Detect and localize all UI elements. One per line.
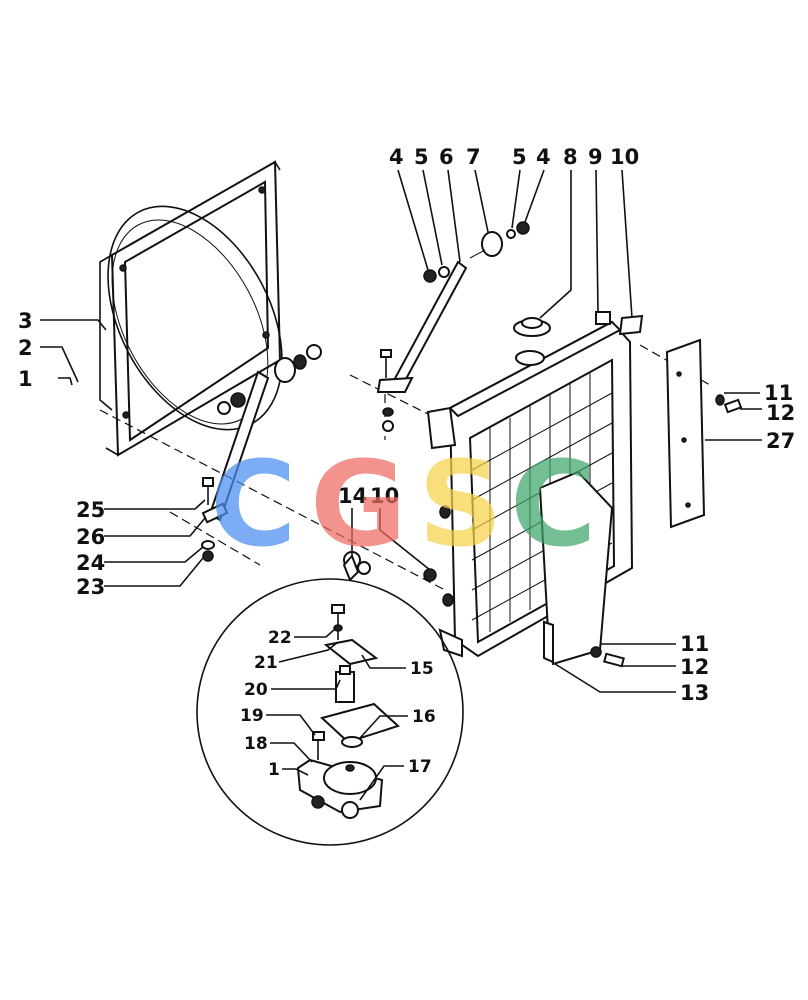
side-plate — [665, 338, 706, 529]
left-support-rod — [201, 344, 322, 562]
callout-labels: 1 2 3 4 5 6 7 5 4 8 9 10 11 12 27 25 26 … — [18, 145, 795, 780]
watermark-logo: C G S C — [210, 435, 597, 573]
callout-17: 17 — [408, 757, 432, 777]
callout-4: 4 — [389, 145, 404, 169]
callout-25: 25 — [76, 498, 105, 522]
callout-1b: 1 — [268, 760, 280, 780]
watermark-letter-1: C — [210, 435, 297, 573]
callout-8: 8 — [563, 145, 578, 169]
callout-24: 24 — [76, 551, 105, 575]
callout-26: 26 — [76, 525, 105, 549]
callout-19: 19 — [240, 706, 264, 726]
callout-6: 6 — [439, 145, 454, 169]
baffle-plate — [538, 470, 625, 668]
fan-shroud — [99, 160, 283, 457]
hardware-top-right — [715, 394, 743, 414]
watermark-letter-4: C — [510, 435, 597, 573]
callout-23: 23 — [76, 575, 105, 599]
callout-16: 16 — [412, 707, 436, 727]
callout-11b: 11 — [680, 632, 709, 656]
callout-1: 1 — [18, 367, 33, 391]
callout-15: 15 — [410, 659, 434, 679]
upper-support-rod — [376, 221, 530, 432]
callout-21: 21 — [254, 653, 278, 673]
center-bracket — [342, 551, 371, 582]
callout-11: 11 — [764, 381, 793, 405]
callout-3: 3 — [18, 309, 33, 333]
callout-10b: 10 — [370, 484, 399, 508]
callout-10: 10 — [610, 145, 639, 169]
callout-14: 14 — [338, 484, 367, 508]
radiator-cap — [513, 317, 551, 337]
callout-20: 20 — [244, 680, 268, 700]
leader-lines — [40, 169, 762, 801]
callout-12b: 12 — [680, 655, 709, 679]
callout-5: 5 — [414, 145, 429, 169]
callout-13: 13 — [680, 681, 709, 705]
callout-5b: 5 — [512, 145, 527, 169]
callout-9: 9 — [588, 145, 603, 169]
callout-2: 2 — [18, 336, 33, 360]
callout-4b: 4 — [536, 145, 551, 169]
watermark-letter-3: S — [418, 435, 503, 573]
callout-7: 7 — [466, 145, 481, 169]
callout-18: 18 — [244, 734, 268, 754]
callout-22: 22 — [268, 628, 292, 648]
watermark-letter-2: G — [310, 435, 407, 573]
callout-27: 27 — [766, 429, 795, 453]
callout-12: 12 — [766, 401, 795, 425]
